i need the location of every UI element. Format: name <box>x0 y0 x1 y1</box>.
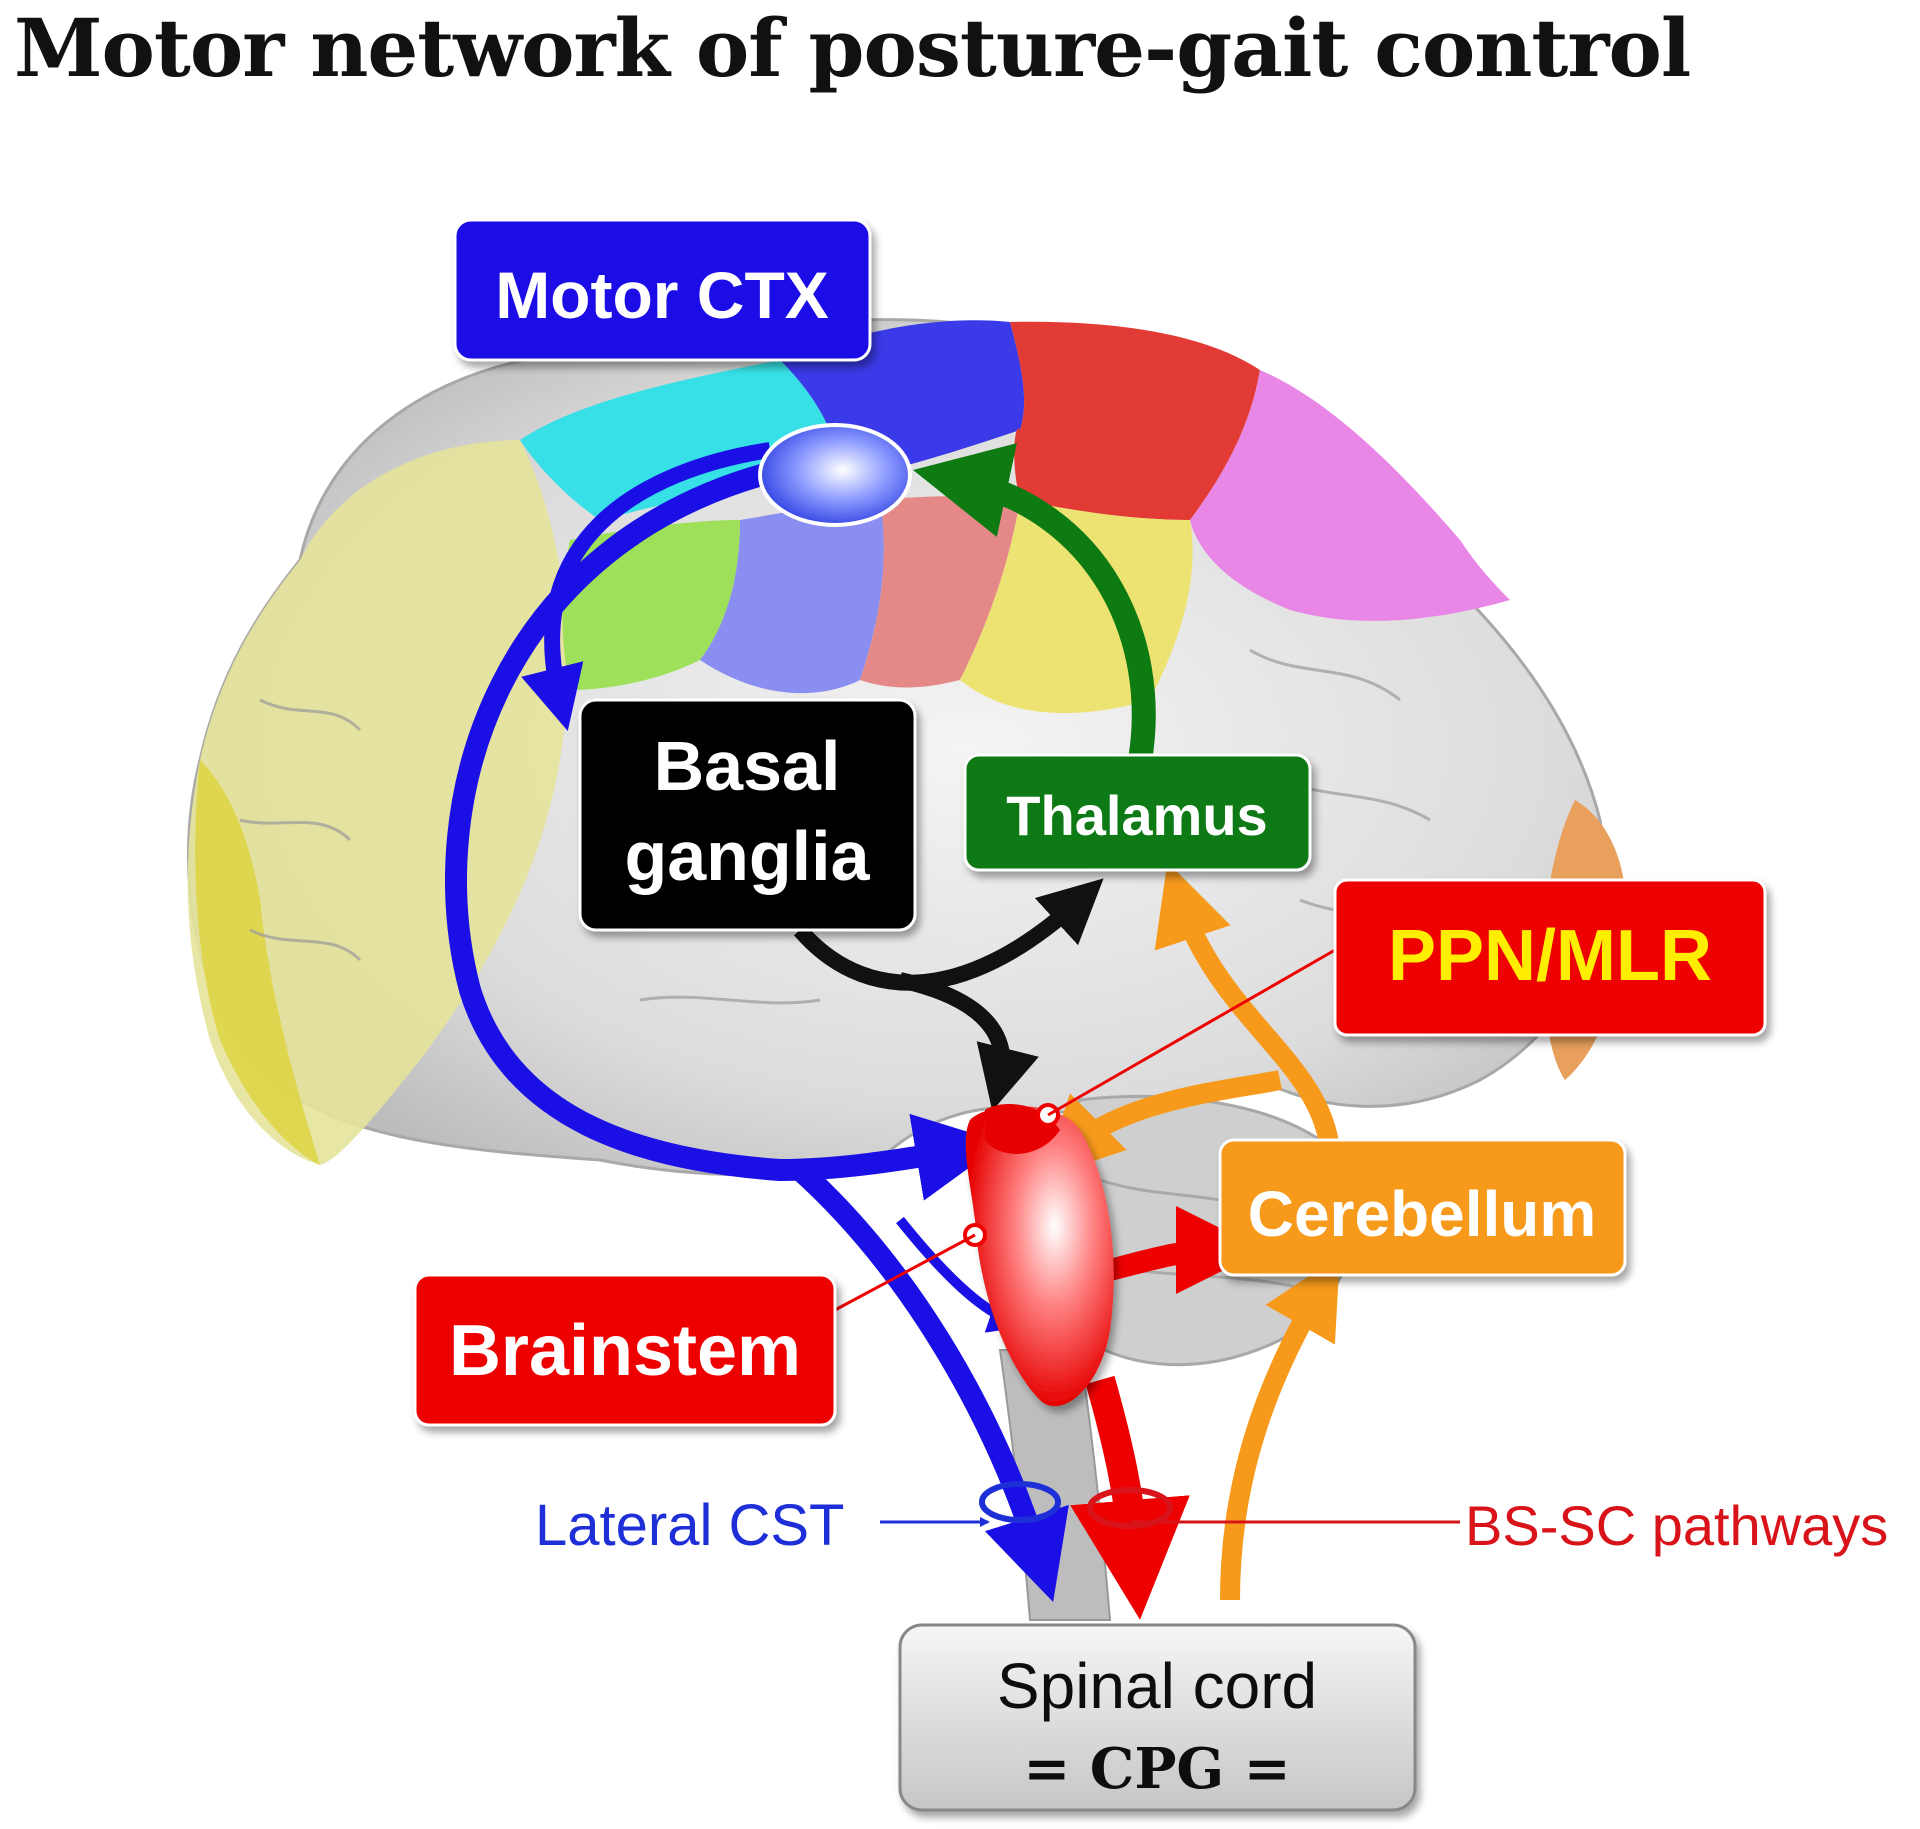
ppn-mlr-label: PPN/MLR <box>1333 878 1767 1037</box>
cerebellum-label: Cerebellum <box>1218 1138 1627 1277</box>
basal-ganglia-text-line1: Basal <box>654 727 841 805</box>
bs-sc-ring <box>1087 1487 1173 1529</box>
basal-ganglia-label: Basal ganglia <box>578 698 917 932</box>
frontal-lobe <box>187 440 568 1165</box>
thalamus-to-cortex-arrow <box>913 443 1156 762</box>
cerebellum-text: Cerebellum <box>1248 1178 1597 1250</box>
ppn-leader-line <box>1047 948 1336 1117</box>
basal-ganglia-to-brainstem-arrow <box>898 972 1039 1112</box>
ppn-mlr-text: PPN/MLR <box>1388 916 1712 996</box>
motor-ctx-label: Motor CTX <box>453 218 872 362</box>
motor-ctx-text: Motor CTX <box>495 258 829 332</box>
thalamus-label: Thalamus <box>963 753 1312 872</box>
parietal-red-area <box>1010 321 1260 520</box>
lateral-cst-text: Lateral CST <box>535 1493 844 1558</box>
parietal-pink-area <box>1190 370 1510 621</box>
pathways <box>445 442 1340 1620</box>
bs-sc-arrow <box>1070 1375 1190 1620</box>
cortex-to-basal-ganglia-arrow <box>521 442 772 732</box>
cerebellum-to-thalamus-arrow <box>1154 862 1340 1152</box>
page-title: Motor network of posture-gait control <box>14 1 1691 95</box>
brainstem-text: Brainstem <box>449 1311 801 1391</box>
spinal-cord-label: Spinal cord = CPG = <box>898 1623 1417 1812</box>
cerebellum-to-ppn-arrow <box>1041 1070 1282 1179</box>
lateral-cst-ring <box>979 1481 1061 1523</box>
frontal-lobe-dark <box>195 760 320 1165</box>
spinal-cord-text-line2: = CPG = <box>1023 1736 1290 1802</box>
basal-ganglia-text-line2: ganglia <box>624 817 870 895</box>
spinal-to-cerebellum-arrow <box>1220 1255 1340 1601</box>
pale-red-area <box>860 496 1020 688</box>
lavender-area <box>700 500 884 694</box>
bs-sc-pathways-text: BS-SC pathways <box>1465 1494 1888 1557</box>
spinal-cord-text-line1: Spinal cord <box>997 1650 1317 1722</box>
brainstem-to-cerebellum-arrow <box>1107 1206 1264 1295</box>
brainstem-label: Brainstem <box>413 1273 837 1427</box>
cortex-arc-arrow <box>445 459 1004 1201</box>
motor-cortex-node <box>758 423 912 527</box>
brainstem-leader-line <box>834 1233 976 1312</box>
lateral-cst-arrow <box>792 1161 1069 1602</box>
thalamus-text: Thalamus <box>1006 784 1267 847</box>
brainstem-body <box>965 1106 1114 1407</box>
